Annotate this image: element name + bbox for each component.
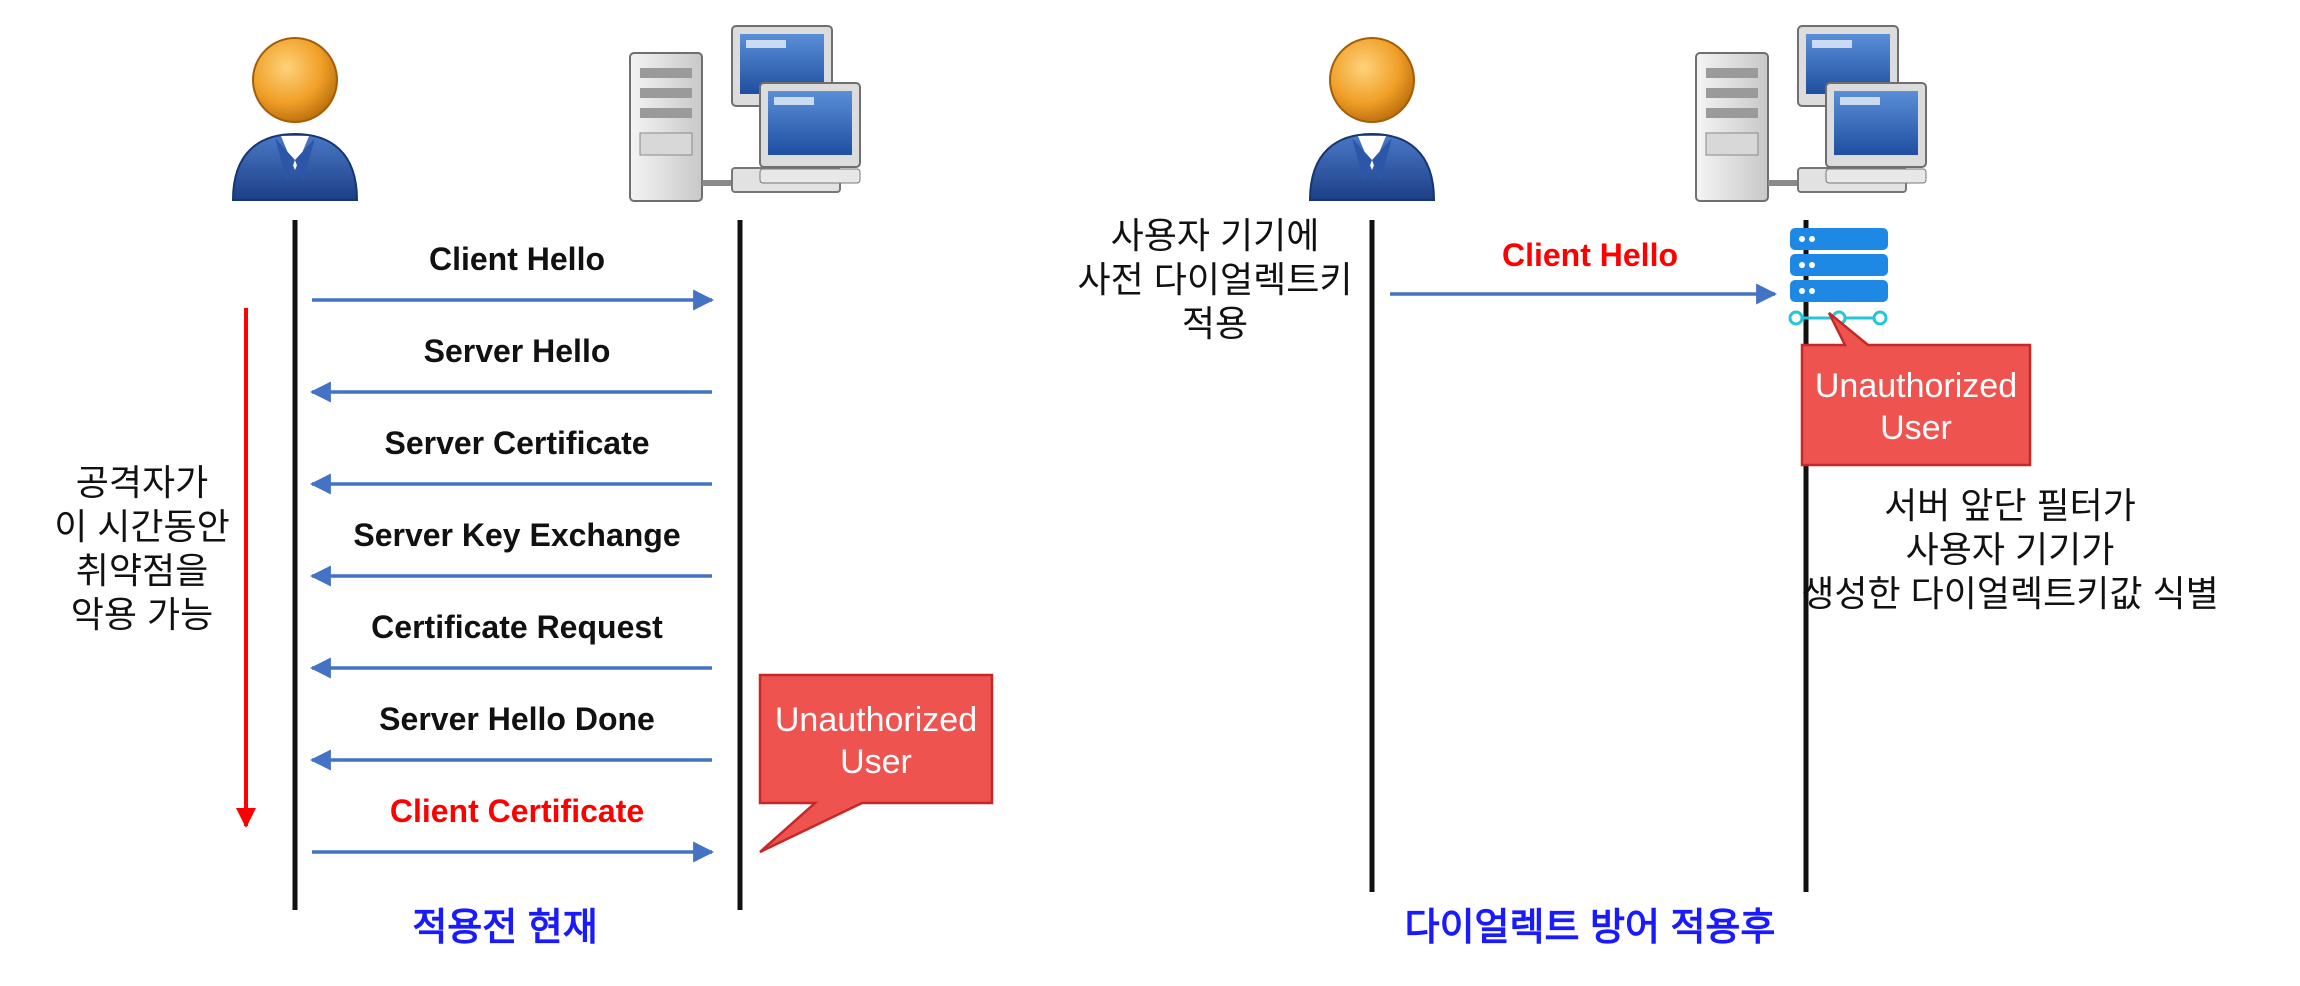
attacker-note-line: 악용 가능 <box>71 594 213 635</box>
message-server-certificate: Server Certificate <box>309 425 712 495</box>
message-label: Client Hello <box>1502 237 1678 273</box>
filter-note: 서버 앞단 필터가 사용자 기기가 생성한 다이얼렉트키값 식별 <box>1801 485 2218 614</box>
attacker-note-line: 이 시간동안 <box>54 506 230 547</box>
message-server-hello: Server Hello <box>309 333 712 403</box>
bubble-text-line: User <box>840 743 912 781</box>
message-label: Client Hello <box>429 241 605 277</box>
message-client-certificate: Client Certificate <box>312 793 715 863</box>
bubble-text-line: Unauthorized <box>775 701 977 739</box>
message-server-key-exchange: Server Key Exchange <box>309 517 712 587</box>
client-note: 사용자 기기에 사전 다이얼렉트키 적용 <box>1078 215 1353 344</box>
right-caption: 다이얼렉트 방어 적용후 <box>1405 907 1776 949</box>
client-note-line: 사용자 기기에 <box>1111 215 1320 256</box>
filter-note-line: 생성한 다이얼렉트키값 식별 <box>1801 573 2218 614</box>
unauthorized-user-bubble: Unauthorized User <box>1800 312 2032 467</box>
attacker-note-line: 공격자가 <box>76 462 208 503</box>
attacker-note: 공격자가 이 시간동안 취약점을 악용 가능 <box>54 462 230 635</box>
speech-bubble-shape <box>1800 312 2032 467</box>
message-label: Server Certificate <box>384 425 649 461</box>
user-icon <box>1309 37 1435 201</box>
message-label: Client Certificate <box>390 793 644 829</box>
unauthorized-user-bubble: Unauthorized User <box>758 673 994 854</box>
attacker-note-line: 취약점을 <box>76 550 208 591</box>
message-server-hello-done: Server Hello Done <box>309 701 712 771</box>
server-computer-icon <box>629 25 861 202</box>
server-computer-icon <box>1695 25 1927 202</box>
message-certificate-request: Certificate Request <box>309 609 712 679</box>
filter-note-line: 서버 앞단 필터가 <box>1884 485 2136 526</box>
client-note-line: 적용 <box>1182 303 1248 344</box>
message-label: Server Hello Done <box>379 701 655 737</box>
filter-note-line: 사용자 기기가 <box>1906 529 2115 570</box>
right-panel: 사용자 기기에 사전 다이얼렉트키 적용 Client Hello Unau <box>1078 25 2219 949</box>
speech-bubble-shape <box>758 673 994 854</box>
filter-server-icon <box>1788 228 1888 326</box>
message-label: Certificate Request <box>371 609 663 645</box>
message-label: Server Key Exchange <box>353 517 680 553</box>
left-panel: Client Hello Server Hello Server Certifi… <box>54 25 994 949</box>
user-icon <box>232 37 358 201</box>
message-list: Client Hello Server Hello Server Certifi… <box>309 241 715 863</box>
bubble-text-line: User <box>1880 409 1952 447</box>
bubble-text-line: Unauthorized <box>1815 367 2017 405</box>
message-label: Server Hello <box>424 333 611 369</box>
left-caption: 적용전 현재 <box>412 907 597 949</box>
client-note-line: 사전 다이얼렉트키 <box>1078 259 1353 300</box>
message-client-hello: Client Hello <box>312 241 715 311</box>
message-client-hello: Client Hello <box>1390 237 1778 305</box>
